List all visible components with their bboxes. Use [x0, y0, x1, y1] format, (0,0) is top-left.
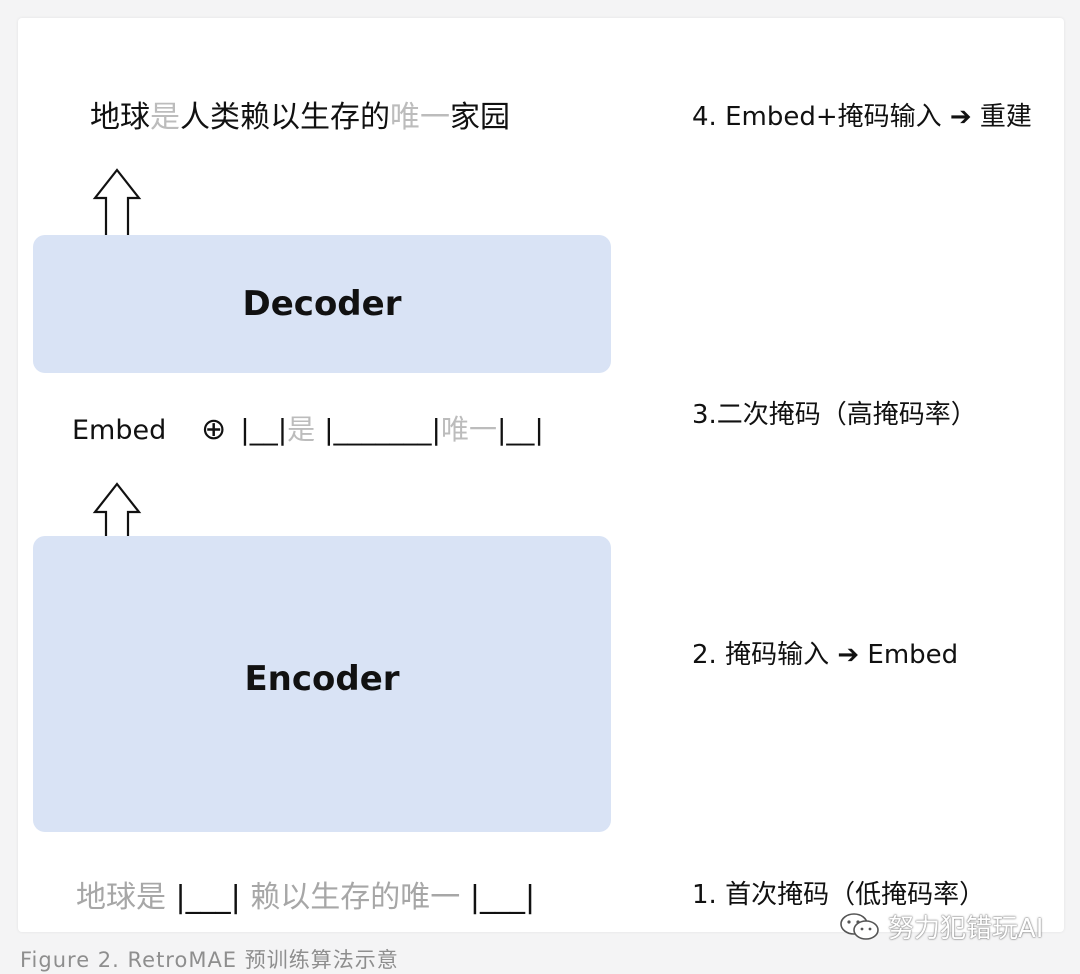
step-2-label: 2. 掩码输入 ➔ Embed	[692, 640, 959, 670]
sentence-part: 地球	[90, 100, 150, 135]
oplus-icon: ⊕	[201, 412, 227, 447]
mask-segment: |___|	[166, 880, 251, 915]
decoder-label: Decoder	[242, 284, 402, 324]
reconstructed-sentence: 地球是人类赖以生存的唯一家园	[90, 92, 510, 136]
encoder-box	[33, 536, 611, 832]
step-4-label: 4. Embed+掩码输入 ➔ 重建	[692, 102, 1032, 132]
wechat-icon	[840, 912, 879, 940]
mask-segment: |_______|	[315, 413, 441, 446]
figure-caption: Figure 2. RetroMAE 预训练算法示意	[20, 948, 399, 972]
watermark: 努力犯错玩AI	[838, 908, 1043, 945]
sentence-part: 人类赖以生存的	[180, 100, 390, 135]
encoder-label: Encoder	[244, 659, 400, 699]
mask-segment: |__|	[240, 413, 288, 446]
sentence-part: 家园	[450, 100, 510, 135]
decoder-box	[33, 235, 611, 373]
first-masked-input: 地球是 |___| 赖以生存的唯一 |___|	[76, 872, 535, 916]
step-1-label: 1. 首次掩码（低掩码率）	[692, 880, 986, 910]
watermark-text: 努力犯错玩AI	[888, 914, 1044, 944]
masked-token: 赖以生存的唯一	[250, 880, 461, 915]
mask-segment: |___|	[460, 880, 536, 915]
sentence-masked-part: 唯一	[390, 100, 450, 135]
masked-token: 地球是	[76, 880, 166, 915]
step-3-label: 3.二次掩码（高掩码率）	[692, 400, 977, 430]
embed-masked-input: Embed ⊕|__|是 |_______|唯一|__|	[72, 408, 544, 448]
masked-token: 唯一	[440, 413, 497, 446]
embed-label: Embed	[72, 415, 167, 446]
masked-token: 是	[287, 413, 316, 446]
mask-segment: |__|	[496, 413, 544, 446]
sentence-masked-part: 是	[150, 100, 180, 135]
